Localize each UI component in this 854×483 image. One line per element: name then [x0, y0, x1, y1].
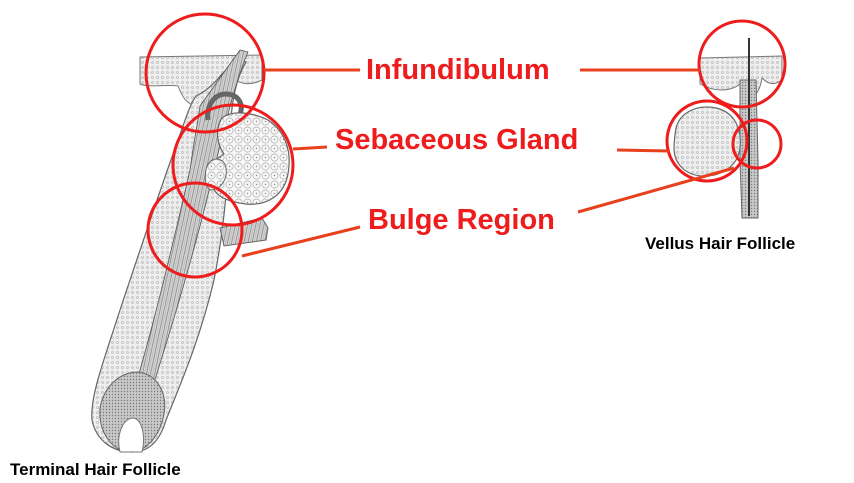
sebaceous-gland-label: Sebaceous Gland — [335, 126, 578, 155]
bulge-leader-right — [578, 168, 734, 212]
terminal-hair-follicle-caption: Terminal Hair Follicle — [10, 461, 181, 478]
infundibulum-label: Infundibulum — [366, 56, 550, 85]
vellus-hair-follicle-caption: Vellus Hair Follicle — [645, 235, 795, 252]
terminal-arrector-pili — [220, 218, 268, 246]
sebaceous-leader-left — [293, 147, 327, 149]
sebaceous-leader-right — [617, 150, 670, 151]
bulge-region-label: Bulge Region — [368, 206, 555, 235]
vellus-hair-follicle-illustration — [674, 38, 782, 218]
vellus-sebaceous-gland — [674, 107, 740, 176]
